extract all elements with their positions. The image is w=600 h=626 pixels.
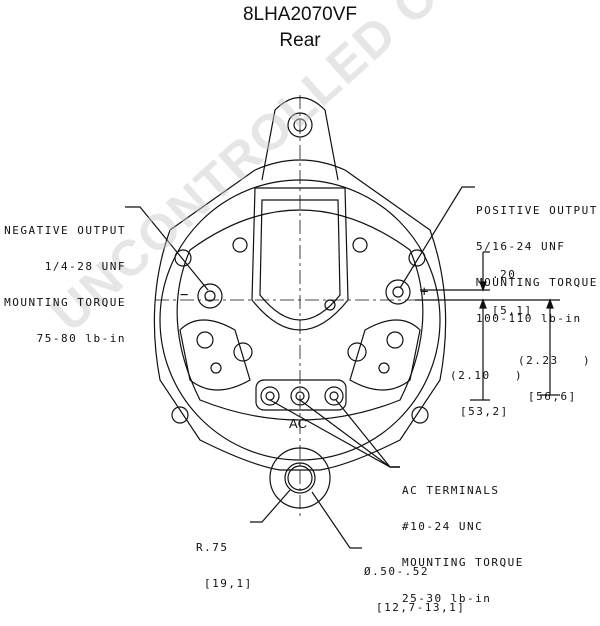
dim-text: (2.10 ) <box>450 369 524 382</box>
callout-line: 100-110 lb-in <box>476 312 582 325</box>
ac-terminal <box>260 386 280 406</box>
plus-sign: + <box>420 284 430 300</box>
diameter-dimension: Ø.50-.52 [12,7-13,1] <box>364 542 465 626</box>
housing-outline <box>153 159 447 471</box>
callout-line: MOUNTING TORQUE <box>402 556 524 569</box>
height-b-dimension: (2.23 ) [56,6] <box>518 331 591 415</box>
height-a-dimension: (2.10 ) [53,2] <box>450 346 523 430</box>
dim-text: [56,6] <box>528 390 577 403</box>
ac-terminal <box>290 386 310 406</box>
negative-output-callout: NEGATIVE OUTPUT 1/4-28 UNF MOUNTING TORQ… <box>0 201 126 357</box>
dim-text: .20 <box>492 268 517 281</box>
callout-line: #10-24 UNC <box>402 520 484 533</box>
dim-text: [53,2] <box>460 405 509 418</box>
regulator <box>251 187 349 331</box>
negative-terminal <box>197 283 223 309</box>
dim-text: [5,1] <box>492 304 533 317</box>
positive-output-callout: POSITIVE OUTPUT 5/16-24 UNF MOUNTING TOR… <box>476 181 598 337</box>
dim-text: [12,7-13,1] <box>376 601 466 614</box>
callout-line: MOUNTING TORQUE <box>476 276 598 289</box>
dim-text: Ø.50-.52 <box>364 565 429 578</box>
dim-text: [19,1] <box>204 577 253 590</box>
callout-line: 1/4-28 UNF <box>44 260 126 273</box>
alternator-drawing <box>125 95 560 549</box>
callout-line: MOUNTING TORQUE <box>4 296 126 309</box>
dim-text: R.75 <box>196 541 229 554</box>
callout-line: AC TERMINALS <box>402 484 500 497</box>
positive-terminal <box>385 279 411 305</box>
callout-line: 5/16-24 UNF <box>476 240 566 253</box>
dim-text: (2.23 ) <box>518 354 592 367</box>
ac-label: AC <box>289 416 308 431</box>
minus-sign: − <box>180 287 190 303</box>
offset-dimension: .20 [5,1] <box>492 245 533 329</box>
callout-line: POSITIVE OUTPUT <box>476 204 598 217</box>
callout-line: NEGATIVE OUTPUT <box>4 224 126 237</box>
view-title: Rear <box>279 30 321 51</box>
callout-line: 75-80 lb-in <box>36 332 126 345</box>
model-title: 8LHA2070VF <box>242 4 358 25</box>
radius-dimension: R.75 [19,1] <box>196 518 253 602</box>
ac-terminal <box>324 386 344 406</box>
